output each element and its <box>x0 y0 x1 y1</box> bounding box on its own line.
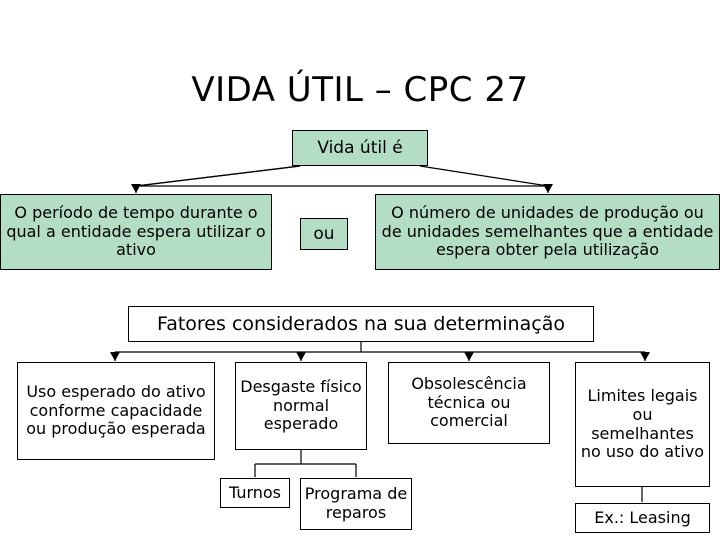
node-fatores-considerados-label: Fatores considerados na sua determinação <box>157 312 565 335</box>
node-ex-leasing[interactable]: Ex.: Leasing <box>575 503 710 533</box>
node-obsolescencia[interactable]: Obsolescência técnica ou comercial <box>388 362 550 444</box>
node-uso-esperado-label: Uso esperado do ativo conforme capacidad… <box>26 381 206 439</box>
node-limites-legais-label: Limites legais ou semelhantes no uso do … <box>580 385 705 462</box>
node-numero-de-unidades-label: O número de unidades de produção ou de u… <box>381 202 714 260</box>
node-programa-de-reparos-label: Programa de reparos <box>304 484 408 522</box>
node-ex-leasing-label: Ex.: Leasing <box>594 507 691 527</box>
node-vida-util-e-label: Vida útil é <box>317 137 403 158</box>
node-uso-esperado[interactable]: Uso esperado do ativo conforme capacidad… <box>17 362 215 460</box>
node-turnos-label: Turnos <box>228 482 282 502</box>
node-ou[interactable]: ou <box>300 218 348 250</box>
node-numero-de-unidades[interactable]: O número de unidades de produção ou de u… <box>375 194 720 270</box>
node-vida-util-e[interactable]: Vida útil é <box>292 130 428 166</box>
node-limites-legais[interactable]: Limites legais ou semelhantes no uso do … <box>575 362 710 487</box>
node-turnos[interactable]: Turnos <box>220 478 290 508</box>
node-ou-label: ou <box>313 223 335 244</box>
node-periodo-de-tempo[interactable]: O período de tempo durante o qual a enti… <box>0 194 272 270</box>
node-programa-de-reparos[interactable]: Programa de reparos <box>300 478 412 530</box>
page-title: VIDA ÚTIL – CPC 27 <box>191 70 529 110</box>
node-periodo-de-tempo-label: O período de tempo durante o qual a enti… <box>6 202 266 260</box>
node-fatores-considerados[interactable]: Fatores considerados na sua determinação <box>128 306 594 342</box>
node-obsolescencia-label: Obsolescência técnica ou comercial <box>411 373 527 431</box>
node-desgaste-fisico-label: Desgaste físico normal esperado <box>240 376 362 434</box>
node-desgaste-fisico[interactable]: Desgaste físico normal esperado <box>235 362 367 450</box>
